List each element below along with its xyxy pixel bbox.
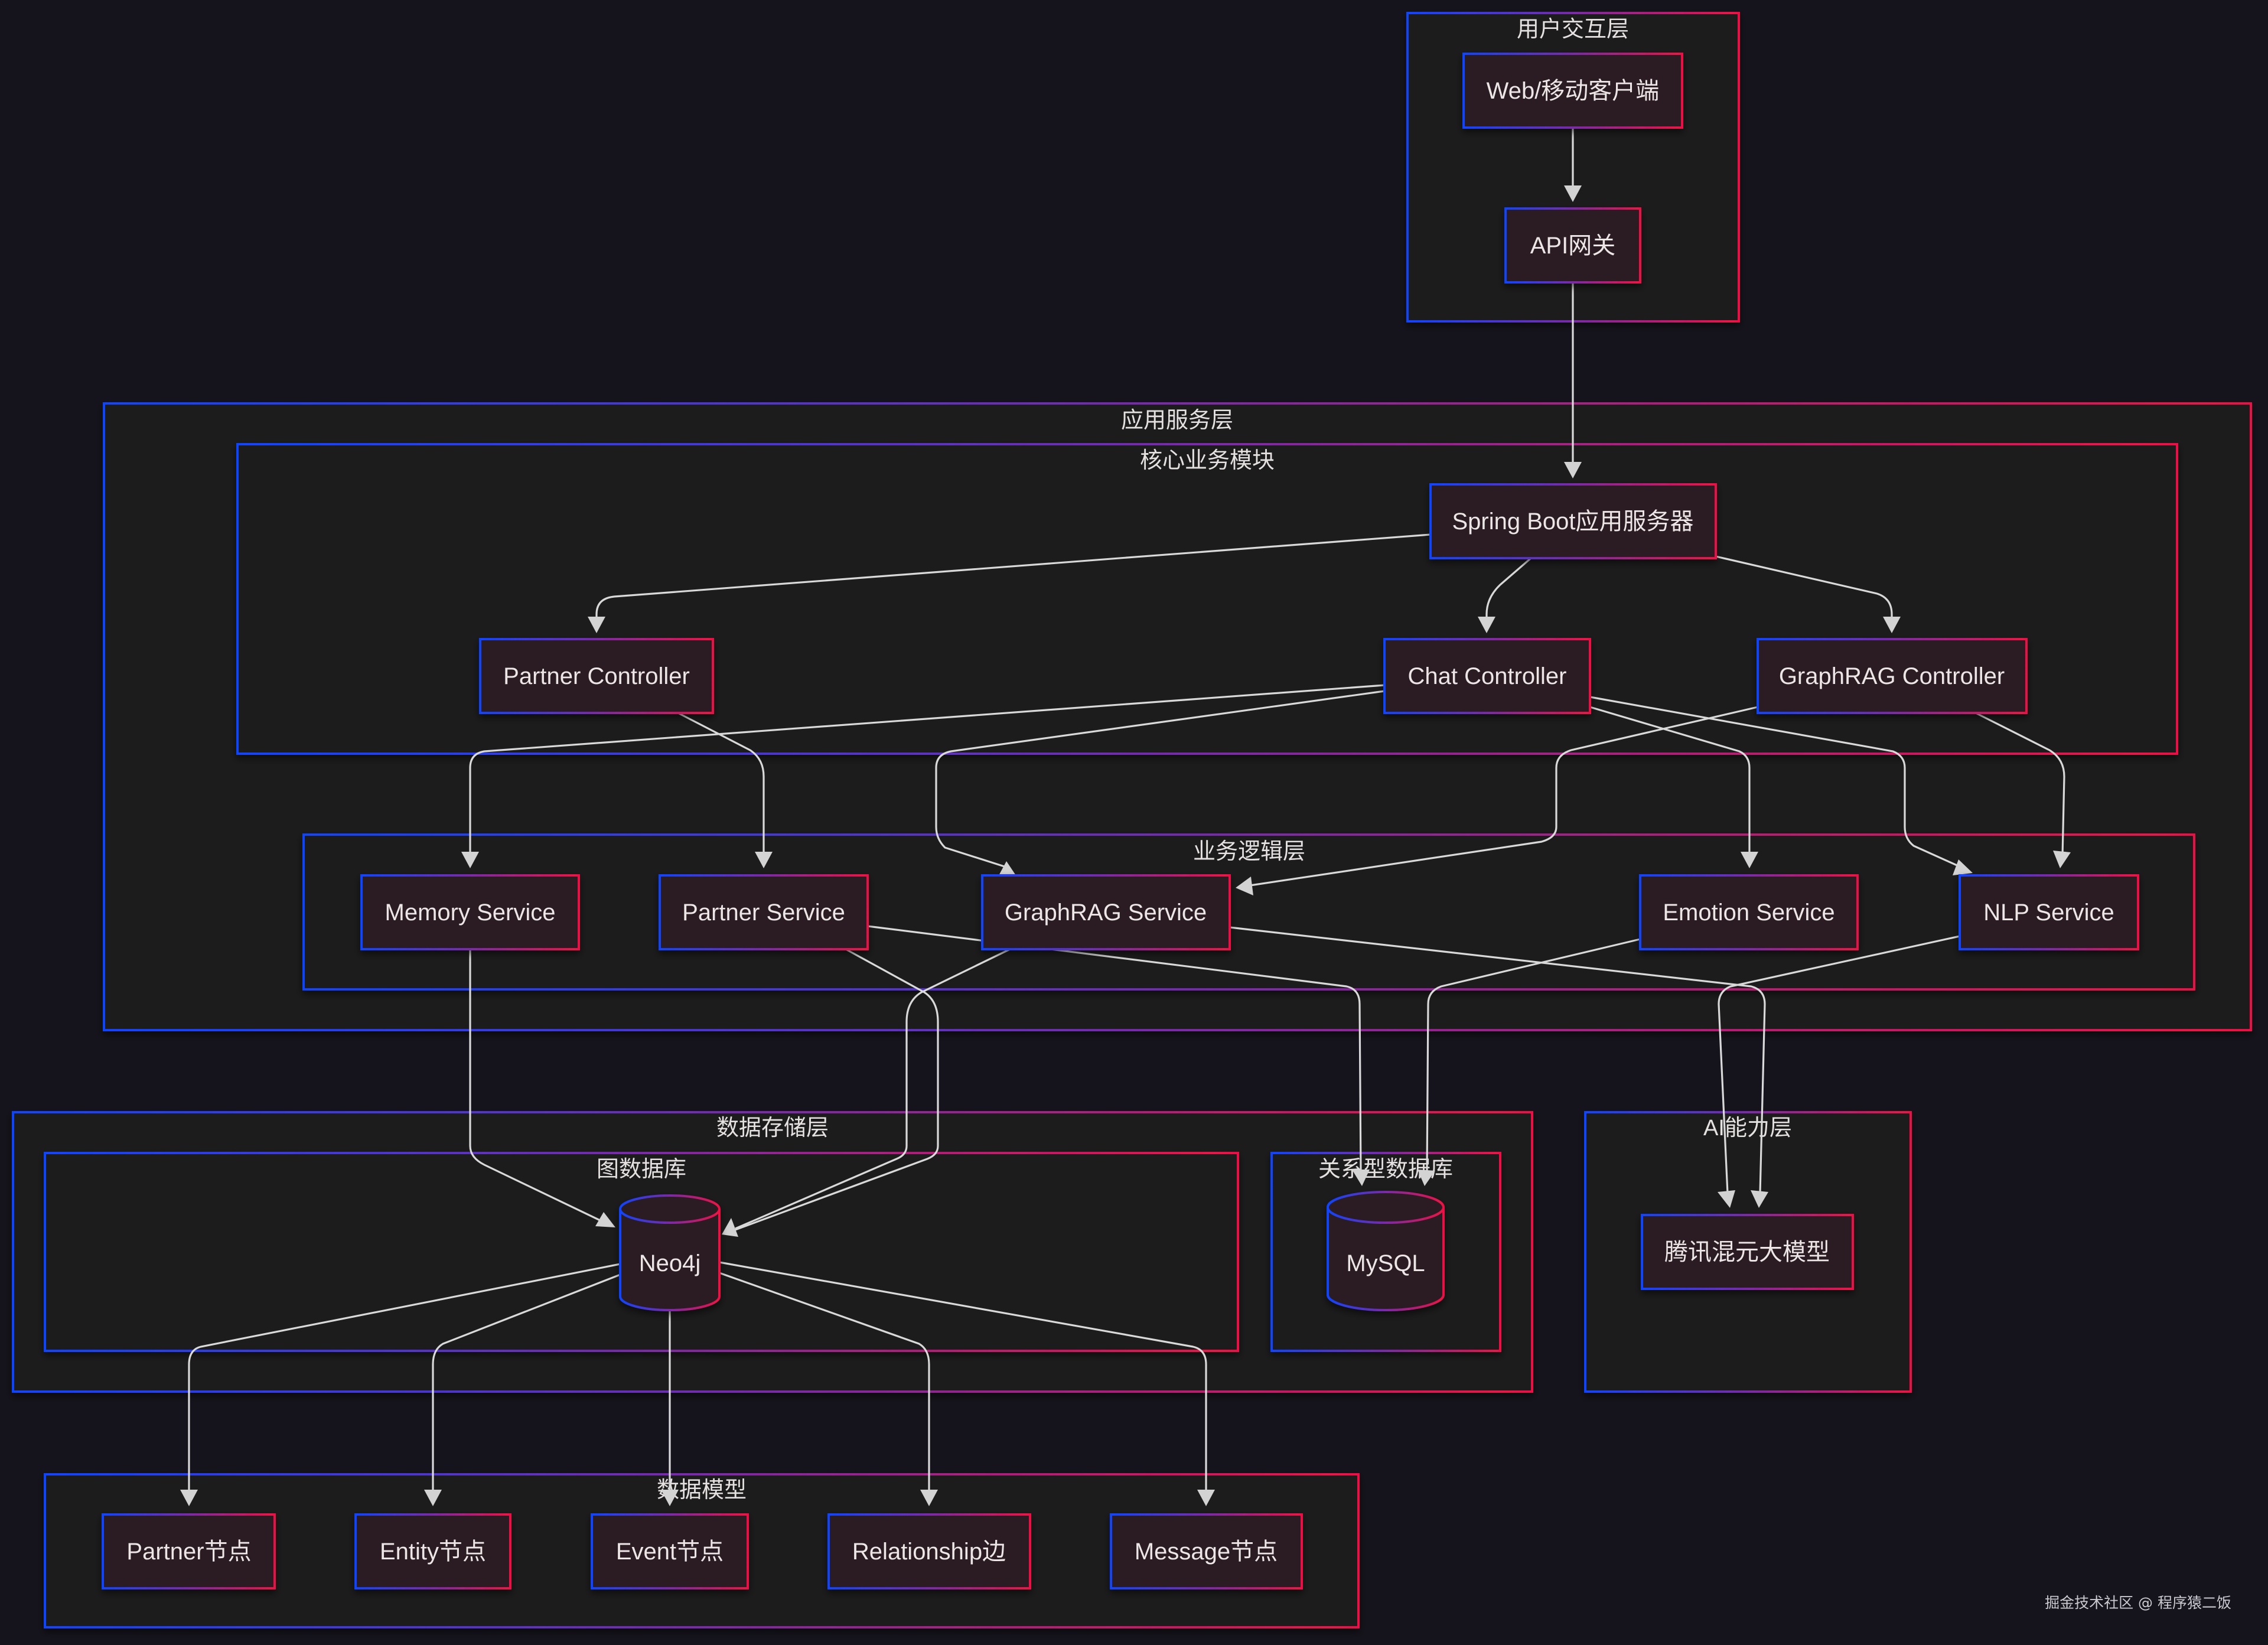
edge-graphrag-controller-nlp-service — [1975, 712, 2065, 857]
node-label-mysql: MySQL — [1346, 1250, 1425, 1276]
arrowhead — [588, 617, 605, 633]
node-event-node[interactable]: Event节点 — [591, 1513, 749, 1589]
node-label-chat-controller: Chat Controller — [1407, 663, 1566, 689]
node-label-nlp-service: NLP Service — [1983, 900, 2114, 926]
node-label-emotion-service: Emotion Service — [1663, 900, 1834, 926]
node-partner-service[interactable]: Partner Service — [659, 874, 869, 950]
arrowhead — [595, 1212, 615, 1227]
edge-springboot-graphrag-controller — [1715, 555, 1893, 621]
watermark: 掘金技术社区 @ 程序猿二饭 — [2045, 1594, 2231, 1611]
cluster-label-logic-layer: 业务逻辑层 — [1193, 839, 1305, 864]
edge-partner-service-neo4j — [735, 948, 939, 1231]
edge-chat-controller-emotion-service — [1589, 706, 1751, 856]
arrowhead — [1564, 185, 1582, 202]
edge-neo4j-relationship-edge — [719, 1272, 930, 1494]
edge-chat-controller-memory-service — [469, 684, 1385, 856]
node-chat-controller[interactable]: Chat Controller — [1383, 638, 1591, 714]
edge-neo4j-entity-node — [432, 1273, 621, 1494]
arrowhead — [755, 852, 773, 868]
node-partner-controller[interactable]: Partner Controller — [479, 638, 714, 714]
edge-springboot-chat-controller — [1485, 557, 1532, 621]
edge-emotion-service-mysql — [1426, 938, 1641, 1173]
node-label-neo4j: Neo4j — [639, 1250, 701, 1276]
arrowhead — [1478, 617, 1495, 633]
node-label-gateway: API网关 — [1530, 233, 1615, 259]
node-label-hunyuan: 腾讯混元大模型 — [1664, 1239, 1830, 1265]
node-graphrag-controller[interactable]: GraphRAG Controller — [1757, 638, 2028, 714]
edges — [180, 128, 2071, 1506]
edge-partner-service-mysql — [867, 925, 1362, 1173]
arrowhead — [1953, 859, 1973, 875]
node-message-node[interactable]: Message节点 — [1110, 1513, 1303, 1589]
node-emotion-service[interactable]: Emotion Service — [1639, 874, 1859, 950]
arrowhead — [1883, 617, 1901, 633]
node-label-relationship-edge: Relationship边 — [852, 1539, 1006, 1565]
node-label-memory-service: Memory Service — [385, 900, 556, 926]
node-memory-service[interactable]: Memory Service — [360, 874, 580, 950]
arrowhead — [1564, 462, 1582, 478]
arrowhead — [722, 1218, 738, 1237]
edge-chat-controller-nlp-service — [1589, 696, 1961, 868]
arrowhead — [1418, 1170, 1435, 1186]
cluster-label-user-layer: 用户交互层 — [1517, 17, 1629, 42]
arrowhead — [1751, 1190, 1768, 1208]
arrowhead — [1236, 877, 1253, 895]
edge-nlp-service-hunyuan — [1718, 935, 1960, 1194]
cluster-label-core-modules: 核心业务模块 — [1140, 448, 1275, 473]
node-label-graphrag-controller: GraphRAG Controller — [1779, 663, 2005, 689]
edge-graphrag-service-neo4j — [735, 948, 1011, 1230]
node-nlp-service[interactable]: NLP Service — [1959, 874, 2139, 950]
arrowhead — [424, 1490, 442, 1506]
cluster-label-ai-layer: AI能力层 — [1703, 1116, 1792, 1141]
node-label-entity-node: Entity节点 — [380, 1539, 486, 1565]
arrowhead — [1741, 852, 1758, 868]
cluster-label-app-layer: 应用服务层 — [1121, 408, 1233, 433]
arrowhead — [1718, 1190, 1735, 1208]
cluster-label-storage-layer: 数据存储层 — [716, 1116, 829, 1141]
arrowhead — [920, 1490, 938, 1506]
node-label-partner-service: Partner Service — [682, 900, 845, 926]
arrowhead — [2053, 851, 2071, 868]
arrowhead — [998, 861, 1017, 877]
edge-graphrag-service-hunyuan — [1229, 926, 1766, 1194]
node-entity-node[interactable]: Entity节点 — [354, 1513, 511, 1589]
arrowhead — [1352, 1170, 1370, 1186]
cluster-logic-layer: 业务逻辑层 — [302, 833, 2195, 991]
node-client[interactable]: Web/移动客户端 — [1462, 53, 1683, 129]
node-gateway[interactable]: API网关 — [1504, 207, 1641, 284]
node-label-message-node: Message节点 — [1135, 1539, 1278, 1565]
edge-partner-controller-partner-service — [677, 712, 765, 856]
node-label-springboot: Spring Boot应用服务器 — [1452, 509, 1693, 535]
edge-springboot-partner-controller — [595, 533, 1431, 621]
arrowhead — [461, 852, 479, 868]
node-label-graphrag-service: GraphRAG Service — [1005, 900, 1207, 926]
node-relationship-edge[interactable]: Relationship边 — [827, 1513, 1031, 1589]
edge-chat-controller-graphrag-service — [935, 690, 1385, 869]
node-springboot[interactable]: Spring Boot应用服务器 — [1429, 483, 1717, 559]
edge-graphrag-controller-graphrag-service — [1246, 706, 1758, 887]
node-hunyuan[interactable]: 腾讯混元大模型 — [1641, 1214, 1854, 1290]
edge-neo4j-partner-node — [188, 1263, 621, 1494]
cluster-relational-db: 关系型数据库 — [1270, 1152, 1501, 1352]
arrowhead — [180, 1490, 198, 1506]
cluster-graph-db: 图数据库 — [44, 1152, 1239, 1352]
node-neo4j[interactable]: Neo4j — [619, 1194, 721, 1311]
cluster-label-graph-db: 图数据库 — [597, 1157, 686, 1182]
edge-memory-service-neo4j — [469, 949, 603, 1223]
node-label-event-node: Event节点 — [616, 1539, 724, 1565]
arrowhead — [661, 1490, 679, 1506]
node-label-partner-controller: Partner Controller — [503, 663, 690, 689]
cluster-label-relational-db: 关系型数据库 — [1318, 1157, 1453, 1182]
edge-neo4j-message-node — [719, 1261, 1207, 1494]
node-partner-node[interactable]: Partner节点 — [102, 1513, 276, 1589]
node-mysql[interactable]: MySQL — [1327, 1191, 1445, 1311]
node-label-partner-node: Partner节点 — [126, 1539, 251, 1565]
arrowhead — [1197, 1490, 1215, 1506]
node-label-client: Web/移动客户端 — [1487, 78, 1660, 104]
node-graphrag-service[interactable]: GraphRAG Service — [981, 874, 1231, 950]
